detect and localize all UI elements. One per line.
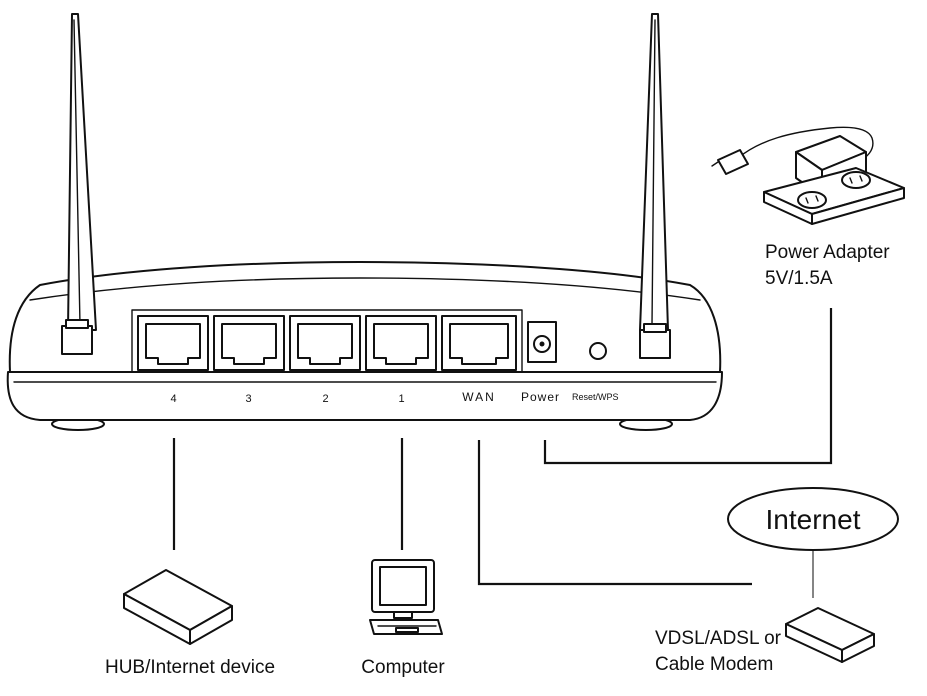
computer-label: Computer xyxy=(361,657,445,678)
port-label-2: 2 xyxy=(322,393,329,405)
computer-icon xyxy=(370,560,442,634)
antenna-right xyxy=(640,14,670,358)
modem-label-line2: Cable Modem xyxy=(655,654,773,675)
power-adapter-label: Power Adapter xyxy=(765,242,890,263)
port-label-3: 3 xyxy=(245,393,252,405)
router: 4 3 2 1 WAN Power Reset/WPS xyxy=(8,14,722,430)
power-adapter-spec: 5V/1.5A xyxy=(765,268,833,289)
reset-wps-button[interactable] xyxy=(590,343,606,359)
wan-port-label: WAN xyxy=(462,390,496,404)
power-adapter: Power Adapter 5V/1.5A xyxy=(712,127,904,289)
hub-label: HUB/Internet device xyxy=(105,657,275,678)
reset-wps-label: Reset/WPS xyxy=(572,392,619,402)
port-label-4: 4 xyxy=(170,393,177,405)
computer: Computer xyxy=(361,560,445,678)
modem: VDSL/ADSL or Cable Modem xyxy=(655,608,874,675)
ethernet-port-4[interactable] xyxy=(138,316,208,370)
ethernet-port-2[interactable] xyxy=(290,316,360,370)
power-jack[interactable] xyxy=(528,322,556,362)
wan-port[interactable] xyxy=(442,316,516,370)
wan-cable xyxy=(479,440,752,584)
ethernet-port-1[interactable] xyxy=(366,316,436,370)
power-port-label: Power xyxy=(521,390,560,404)
internet-label: Internet xyxy=(766,504,861,535)
internet: Internet xyxy=(728,488,898,550)
modem-label-line1: VDSL/ADSL or xyxy=(655,628,782,649)
ethernet-port-3[interactable] xyxy=(214,316,284,370)
hub: HUB/Internet device xyxy=(105,570,275,678)
antenna-icon xyxy=(68,14,96,330)
reset-button-icon xyxy=(590,343,606,359)
port-label-1: 1 xyxy=(398,393,405,405)
